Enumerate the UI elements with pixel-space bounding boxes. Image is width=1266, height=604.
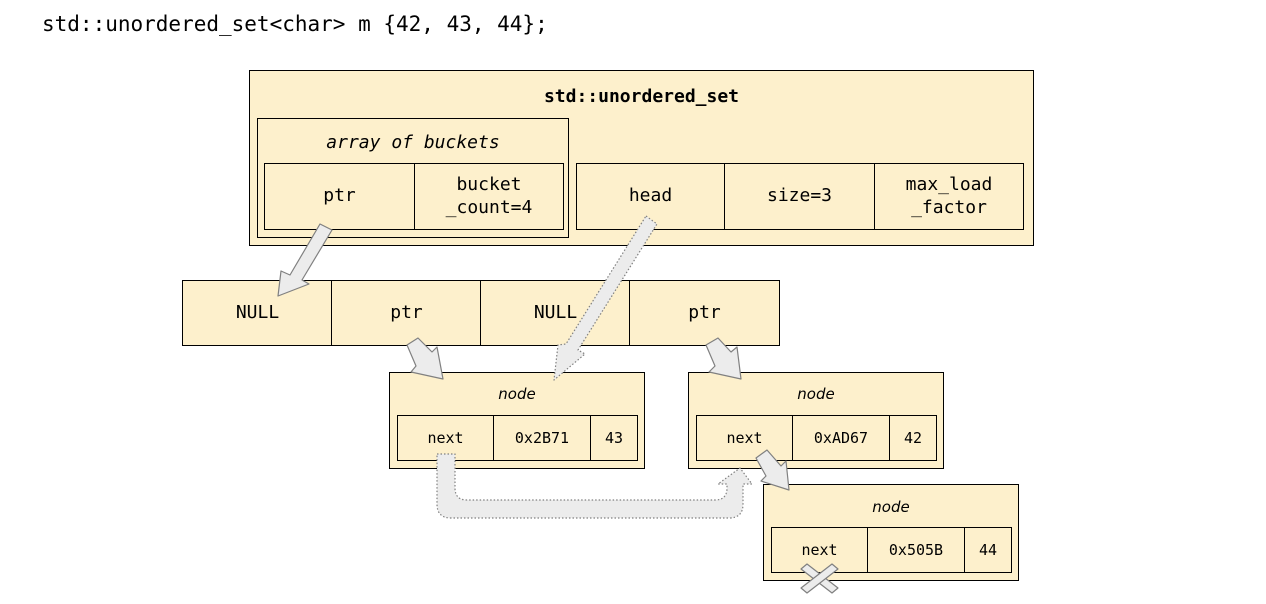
- arrow-node2-next-to-node3: [755, 449, 790, 491]
- max-load-factor-cell: max_load _factor: [874, 163, 1024, 230]
- node-1-value: 43: [590, 415, 638, 461]
- code-line: std::unordered_set<char> m {42, 43, 44};: [42, 12, 548, 36]
- bucket-1: ptr: [331, 280, 482, 346]
- head-cell: head: [576, 163, 725, 230]
- bucket-count-cell: bucket _count=4: [414, 163, 564, 230]
- node-3-hash: 0x505B: [867, 527, 965, 573]
- size-cell: size=3: [724, 163, 875, 230]
- node-3-value: 44: [964, 527, 1012, 573]
- node-3-label: node: [872, 497, 910, 516]
- buckets-ptr-cell: ptr: [264, 163, 415, 230]
- node-2-label: node: [797, 384, 835, 403]
- node-1-label: node: [498, 384, 536, 403]
- arrow-head-to-node1: [553, 215, 658, 381]
- node-3-next: next: [771, 527, 868, 573]
- node-1-hash: 0x2B71: [493, 415, 591, 461]
- arrow-buckets-ptr-to-array: [277, 223, 333, 297]
- node-2-value: 42: [889, 415, 937, 461]
- null-cross-icon: [800, 563, 839, 594]
- arrow-bucket1-to-node1: [406, 337, 444, 380]
- bucket-0: NULL: [182, 280, 333, 346]
- node-2-next: next: [696, 415, 793, 461]
- node-1-next: next: [397, 415, 494, 461]
- arrow-node1-next-to-node2: [436, 453, 753, 519]
- arrow-bucket3-to-node2: [705, 337, 742, 380]
- container-title: std::unordered_set: [543, 85, 740, 107]
- buckets-array-label: array of buckets: [326, 131, 500, 153]
- bucket-3: ptr: [629, 280, 780, 346]
